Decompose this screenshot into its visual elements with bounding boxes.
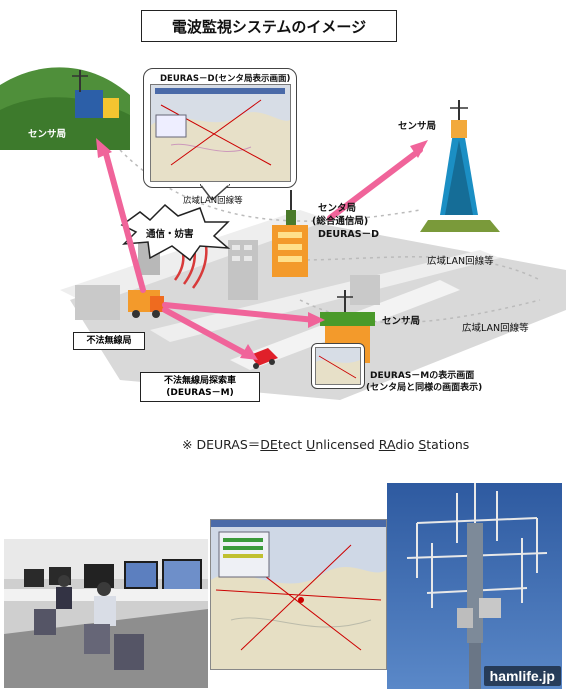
deuras-acronym-note: ※ DEURAS＝DEtect Unlicensed RAdio Station… xyxy=(182,434,469,453)
center-station-line1: センタ局 xyxy=(318,203,357,214)
antenna-photo xyxy=(387,483,562,689)
note-ra: RA xyxy=(378,437,396,452)
note-nlicensed: nlicensed xyxy=(315,437,379,452)
search-car-label-line2: (DEURAS－M) xyxy=(166,388,234,398)
note-de: DE xyxy=(260,437,278,452)
note-u: U xyxy=(306,437,316,452)
interference-label: 通信・妨害 xyxy=(146,229,194,240)
center-station-line3: DEURAS－D xyxy=(318,229,379,240)
note-s: S xyxy=(418,437,427,452)
wan-bottom-right-label: 広域LAN回線等 xyxy=(462,323,529,334)
search-car xyxy=(250,348,278,369)
center-station-line2: (総合通信局) xyxy=(312,216,369,227)
search-car-label-line1: 不法無線局探索車 xyxy=(163,376,236,386)
diagram-title: 電波監視システムのイメージ xyxy=(141,10,397,42)
arrow-to-left-sensor xyxy=(102,147,146,293)
sensor-station-left-label: センサ局 xyxy=(28,129,67,140)
road-cross xyxy=(150,250,500,342)
interference-burst xyxy=(120,203,231,262)
note-tect: tect xyxy=(277,437,307,452)
deuras-m-label-line1: DEURAS－Mの表示画面 xyxy=(370,371,475,381)
illegal-station-truck xyxy=(128,290,164,318)
note-dio: dio xyxy=(395,437,419,452)
wan-top-label: 広域LAN回線等 xyxy=(183,196,243,206)
illegal-station-label: 不法無線局 xyxy=(73,332,145,350)
deuras-d-screen-image xyxy=(150,84,291,182)
search-car-label: 不法無線局探索車 (DEURAS－M) xyxy=(140,372,260,402)
network-line-bottom xyxy=(299,299,541,324)
deuras-m-label-line2: (センタ局と同様の画面表示) xyxy=(366,383,483,393)
deuras-d-screen-label: DEURAS－D(センタ局表示画面) xyxy=(160,74,291,84)
hill-building xyxy=(75,90,103,118)
center-station-building xyxy=(272,190,308,277)
deuras-screen-photo xyxy=(210,519,387,670)
arrow-to-search-car xyxy=(162,307,251,358)
tower-right xyxy=(420,100,500,232)
sensor-station-right-label: センサ局 xyxy=(398,121,437,132)
note-tations: tations xyxy=(426,437,470,452)
deuras-m-screen-image xyxy=(315,347,361,385)
hamlife-watermark: hamlife.jp xyxy=(483,666,561,686)
note-prefix: ※ DEURAS＝ xyxy=(182,437,261,452)
arrow-to-right-sensor xyxy=(327,147,423,221)
monitoring-room-photo xyxy=(4,539,208,688)
wan-right-label: 広域LAN回線等 xyxy=(427,256,494,267)
network-line-right xyxy=(299,256,541,281)
system-illustration xyxy=(0,67,566,400)
sensor-station-center-label: センサ局 xyxy=(382,316,421,327)
arrow-to-center-sensor xyxy=(162,302,318,323)
